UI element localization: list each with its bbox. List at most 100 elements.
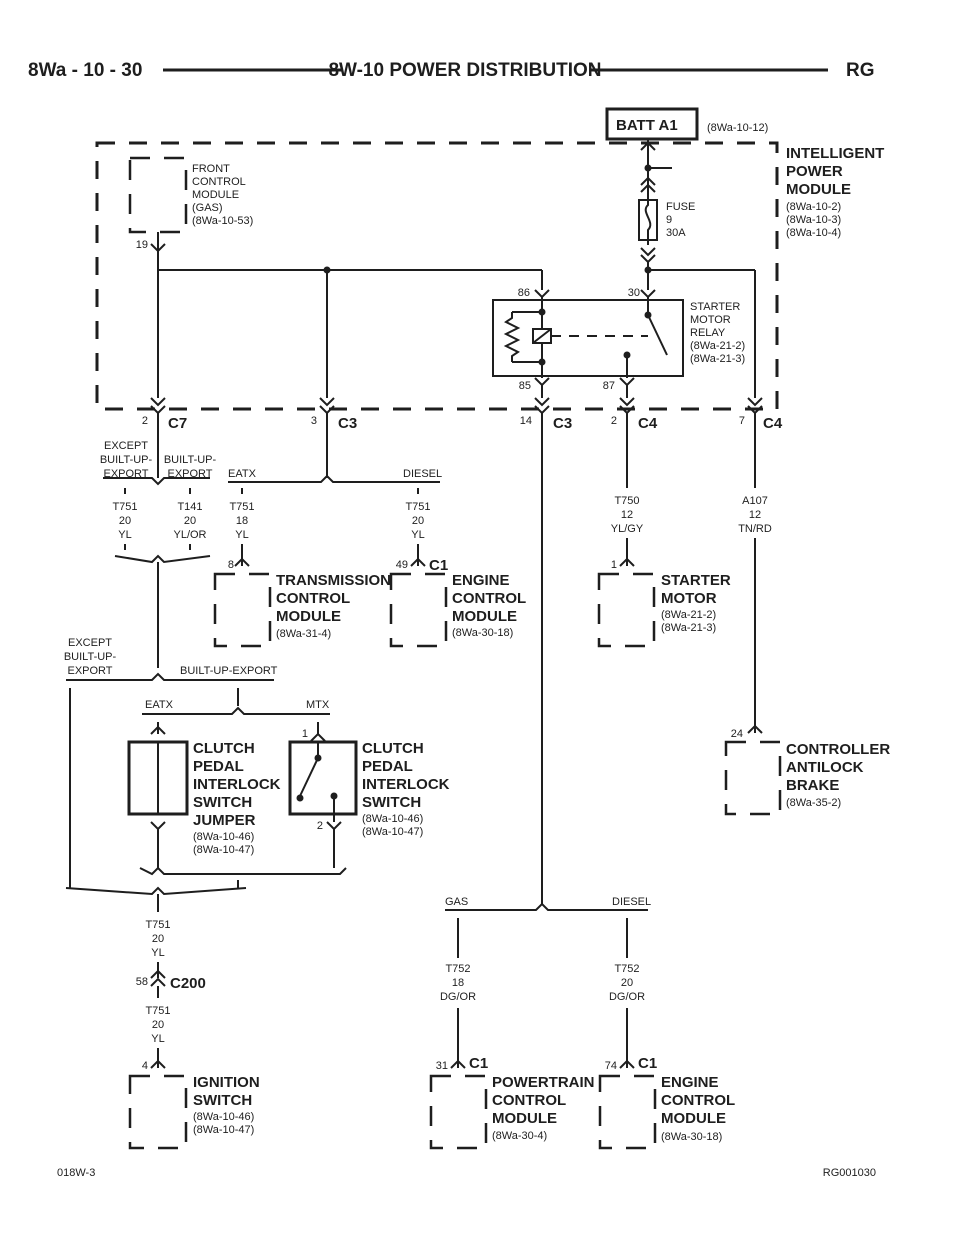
split-except-built-up-export-2: EXCEPT BUILT-UP- EXPORT	[64, 637, 117, 677]
svg-text:(8Wa-10-47): (8Wa-10-47)	[193, 1124, 254, 1136]
pcm-connector: C1	[469, 1055, 488, 1072]
svg-text:STARTER: STARTER	[690, 301, 740, 313]
tcm-pin: 8	[228, 559, 234, 571]
svg-text:(8Wa-10-2): (8Wa-10-2)	[786, 201, 841, 213]
svg-text:(8Wa-21-3): (8Wa-21-3)	[661, 622, 716, 634]
svg-text:FRONT: FRONT	[192, 163, 230, 175]
svg-text:TN/RD: TN/RD	[738, 523, 772, 535]
relay-coil	[503, 297, 648, 378]
ecm-bottom-pin: 74	[605, 1060, 617, 1072]
svg-text:T751: T751	[145, 1005, 170, 1017]
svg-text:14: 14	[520, 415, 532, 427]
wire-t751-20-yl-d: T751 20 YL	[145, 919, 170, 959]
cpi-switch-pin-2: 2	[317, 820, 323, 832]
pcm-pin: 31	[436, 1060, 448, 1072]
footer-left: 018W-3	[57, 1167, 95, 1179]
svg-text:CONTROL: CONTROL	[192, 176, 246, 188]
svg-text:C4: C4	[763, 415, 783, 432]
svg-text:C4: C4	[638, 415, 658, 432]
svg-text:INTERLOCK: INTERLOCK	[362, 776, 450, 793]
svg-text:POWER: POWER	[786, 163, 843, 180]
wire-t141-20-yl-or: T141 20 YL/OR	[173, 501, 206, 541]
svg-text:9: 9	[666, 214, 672, 226]
svg-text:3: 3	[311, 415, 317, 427]
svg-text:DG/OR: DG/OR	[609, 991, 645, 1003]
connector-c3-pin3: 3 C3	[311, 397, 357, 432]
svg-text:(8Wa-10-47): (8Wa-10-47)	[362, 826, 423, 838]
wire-t752-20-dg-or: T752 20 DG/OR	[609, 963, 645, 1003]
svg-text:ENGINE: ENGINE	[452, 572, 510, 589]
svg-text:BUILT-UP-: BUILT-UP-	[164, 454, 217, 466]
svg-text:2: 2	[611, 415, 617, 427]
svg-text:(8Wa-10-4): (8Wa-10-4)	[786, 227, 841, 239]
starter-label: STARTER MOTOR (8Wa-21-2) (8Wa-21-3)	[661, 572, 731, 634]
controller-antilock-brake	[724, 740, 782, 816]
batt-a1-label: BATT A1	[605, 107, 699, 141]
svg-text:MOTOR: MOTOR	[690, 314, 731, 326]
wire-t750-12-yl-gy: T750 12 YL/GY	[611, 495, 644, 535]
starter-motor-relay	[492, 299, 684, 377]
abs-label: CONTROLLER ANTILOCK BRAKE (8Wa-35-2)	[786, 741, 890, 809]
svg-text:INTERLOCK: INTERLOCK	[193, 776, 281, 793]
ecm-top-label: ENGINE CONTROL MODULE (8Wa-30-18)	[452, 572, 526, 639]
ignition-switch	[128, 1074, 188, 1150]
svg-text:18: 18	[236, 515, 248, 527]
svg-text:BRAKE: BRAKE	[786, 777, 839, 794]
svg-text:7: 7	[739, 415, 745, 427]
ipm-label: INTELLIGENT POWER MODULE (8Wa-10-2) (8Wa…	[786, 145, 884, 239]
svg-text:18: 18	[452, 977, 464, 989]
svg-text:BUILT-UP-: BUILT-UP-	[100, 454, 153, 466]
ecm-top-connector: C1	[429, 557, 448, 574]
svg-text:STARTER: STARTER	[661, 572, 731, 589]
wire-t752-18-dg-or: T752 18 DG/OR	[440, 963, 476, 1003]
svg-text:(GAS): (GAS)	[192, 202, 223, 214]
svg-text:YL: YL	[151, 947, 164, 959]
svg-text:PEDAL: PEDAL	[362, 758, 413, 775]
split-mtx: MTX	[306, 699, 330, 711]
relay-contact	[623, 297, 668, 378]
svg-text:MODULE: MODULE	[452, 608, 517, 625]
wire-t751-20-yl-a: T751 20 YL	[112, 501, 137, 541]
svg-text:12: 12	[621, 509, 633, 521]
svg-text:MODULE: MODULE	[661, 1110, 726, 1127]
ecm-bottom-connector: C1	[638, 1055, 657, 1072]
starter-motor	[597, 572, 656, 648]
svg-text:C3: C3	[553, 415, 572, 432]
svg-text:CONTROL: CONTROL	[661, 1092, 735, 1109]
svg-text:FUSE: FUSE	[666, 201, 695, 213]
svg-text:T751: T751	[145, 919, 170, 931]
svg-text:CLUTCH: CLUTCH	[362, 740, 424, 757]
pcm-label: POWERTRAIN CONTROL MODULE (8Wa-30-4)	[492, 1074, 595, 1142]
starter-pin: 1	[611, 559, 617, 571]
svg-text:INTELLIGENT: INTELLIGENT	[786, 145, 884, 162]
svg-text:T752: T752	[614, 963, 639, 975]
svg-text:(8Wa-10-47): (8Wa-10-47)	[193, 844, 254, 856]
front-control-module-label: FRONT CONTROL MODULE (GAS) (8Wa-10-53)	[192, 163, 253, 227]
svg-text:C3: C3	[338, 415, 357, 432]
connector-c7: 2 C7	[142, 397, 187, 432]
svg-text:20: 20	[412, 515, 424, 527]
svg-text:YL: YL	[411, 529, 424, 541]
ecm-top-pin: 49	[396, 559, 408, 571]
tcm-label: TRANSMISSION CONTROL MODULE (8Wa-31-4)	[276, 572, 391, 640]
svg-text:MODULE: MODULE	[786, 181, 851, 198]
fuse-label: FUSE 9 30A	[666, 201, 695, 239]
svg-text:12: 12	[749, 509, 761, 521]
svg-text:A107: A107	[742, 495, 768, 507]
svg-text:20: 20	[119, 515, 131, 527]
svg-text:(8Wa-21-3): (8Wa-21-3)	[690, 353, 745, 365]
svg-text:T752: T752	[445, 963, 470, 975]
svg-text:YL: YL	[151, 1033, 164, 1045]
split-built-up-export-1: BUILT-UP- EXPORT	[164, 454, 217, 480]
svg-text:20: 20	[184, 515, 196, 527]
svg-text:20: 20	[152, 1019, 164, 1031]
svg-text:T141: T141	[177, 501, 202, 513]
clutch-pedal-interlock-switch	[288, 740, 358, 816]
ipm-boundary	[95, 141, 779, 411]
svg-text:BUILT-UP-: BUILT-UP-	[64, 651, 117, 663]
svg-text:(8Wa-30-18): (8Wa-30-18)	[661, 1131, 722, 1143]
batt-ref: (8Wa-10-12)	[707, 122, 768, 134]
ecm-bottom-label: ENGINE CONTROL MODULE (8Wa-30-18)	[661, 1074, 735, 1143]
svg-text:ANTILOCK: ANTILOCK	[786, 759, 864, 776]
svg-text:EXCEPT: EXCEPT	[68, 637, 112, 649]
